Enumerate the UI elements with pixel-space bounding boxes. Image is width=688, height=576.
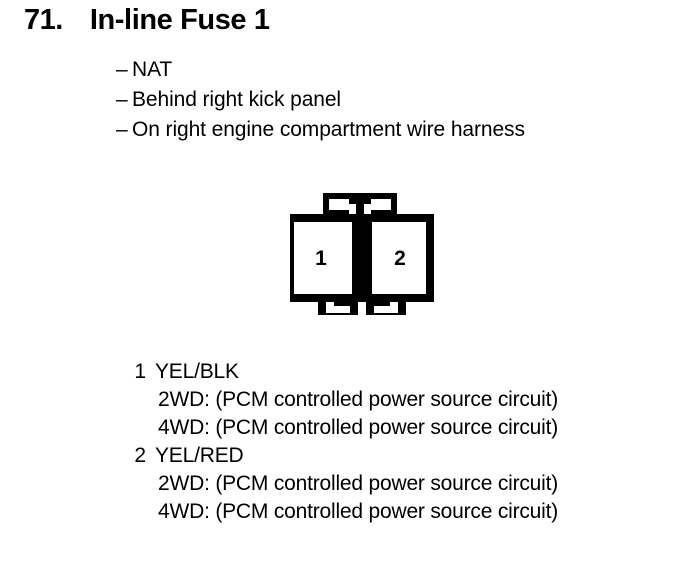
cavity-number-1: 1 [315, 247, 327, 270]
note-item: – On right engine compartment wire harne… [116, 115, 525, 145]
pin-assignment-list: 1 YEL/BLK 2WD: (PCM controlled power sou… [126, 358, 558, 526]
top-latch-icon [323, 193, 397, 221]
pin-circuit: 4WD: (PCM controlled power source circui… [158, 500, 559, 523]
note-label: NAT [132, 58, 173, 81]
pin-header: 1 YEL/BLK [126, 358, 558, 386]
component-title: In-line Fuse 1 [89, 4, 270, 36]
note-label: Behind right kick panel [132, 88, 341, 111]
dash-bullet-icon: – [116, 118, 128, 141]
section-number: 71. [24, 4, 63, 36]
center-divider [352, 218, 372, 298]
pin-header: 2 YEL/RED [126, 442, 558, 470]
connector-diagram: 1 2 [290, 193, 440, 315]
pin-number: 1 [134, 360, 146, 383]
note-item: – NAT [116, 55, 525, 85]
dash-bullet-icon: – [116, 88, 128, 111]
note-label: On right engine compartment wire harness [132, 118, 525, 141]
notes-list: – NAT – Behind right kick panel – On rig… [116, 55, 525, 145]
cavity-number-2: 2 [394, 247, 406, 270]
cavity-2 [358, 214, 434, 302]
dash-bullet-icon: – [116, 58, 128, 81]
bottom-right-hook-icon [366, 294, 406, 315]
bottom-left-hook-icon [318, 294, 358, 315]
pin-entry: 2 YEL/RED 2WD: (PCM controlled power sou… [126, 442, 558, 526]
page-title: 71. In-line Fuse 1 [24, 4, 270, 37]
note-item: – Behind right kick panel [116, 85, 525, 115]
pin-number: 2 [134, 444, 146, 467]
pin-wire-color: YEL/BLK [155, 360, 239, 383]
pin-circuit: 2WD: (PCM controlled power source circui… [158, 388, 559, 411]
pin-circuit: 4WD: (PCM controlled power source circui… [158, 416, 559, 439]
pin-circuit: 2WD: (PCM controlled power source circui… [158, 472, 559, 495]
pin-wire-color: YEL/RED [155, 444, 244, 467]
pin-entry: 1 YEL/BLK 2WD: (PCM controlled power sou… [126, 358, 558, 442]
